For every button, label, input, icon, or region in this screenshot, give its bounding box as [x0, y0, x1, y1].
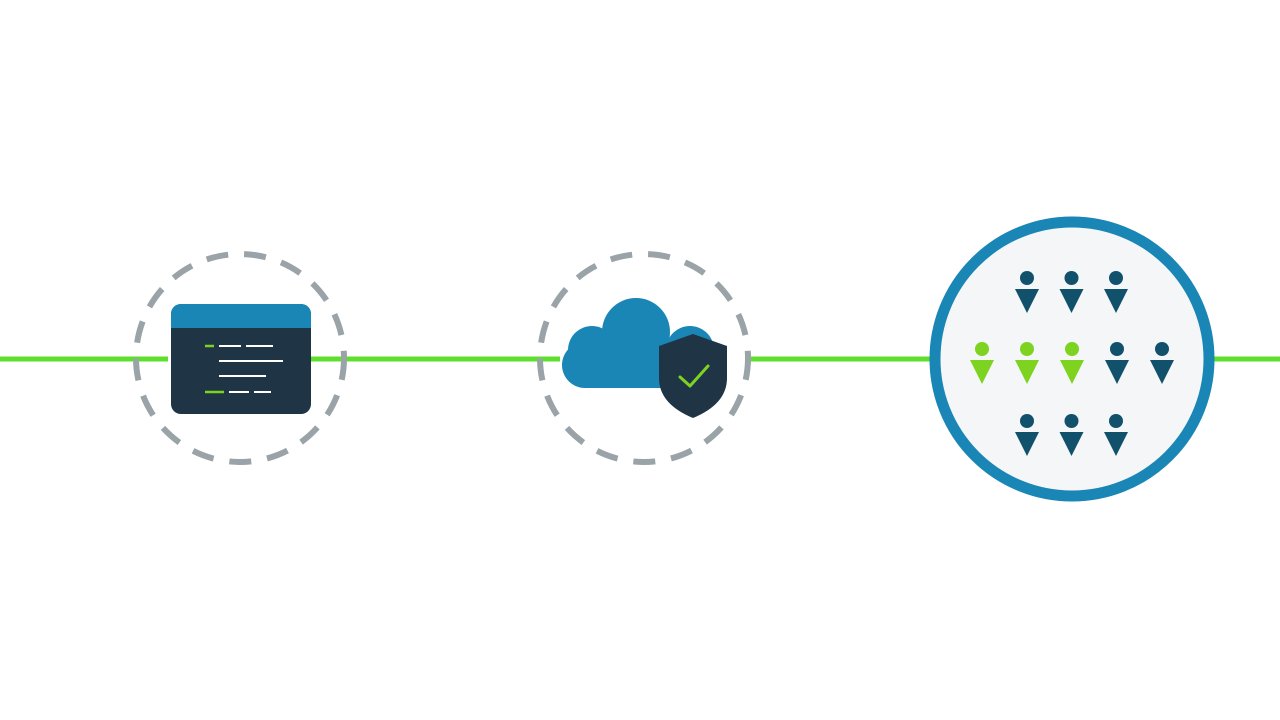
person-icon: [1150, 342, 1174, 384]
person-icon: [1015, 414, 1039, 456]
people-group-icon: [970, 271, 1174, 456]
code-window-icon: [171, 304, 311, 414]
dashed-ring: [133, 251, 347, 465]
person-icon: [1105, 342, 1129, 384]
person-icon: [1015, 342, 1039, 384]
node-user-group: [929, 216, 1215, 502]
person-icon: [1104, 271, 1128, 313]
person-icon: [1104, 414, 1128, 456]
node-secure-cloud: [537, 251, 751, 465]
checkmark-icon: [678, 364, 710, 388]
shield-icon: [659, 334, 727, 418]
person-icon: [1059, 414, 1084, 456]
person-icon: [1015, 271, 1039, 313]
person-icon: [970, 342, 994, 384]
cloud-shield-icon: [562, 298, 727, 418]
group-ring: [929, 216, 1215, 502]
person-icon: [1059, 271, 1084, 313]
dashed-ring: [537, 251, 751, 465]
person-icon: [1060, 342, 1084, 384]
node-code-window: [133, 251, 347, 465]
